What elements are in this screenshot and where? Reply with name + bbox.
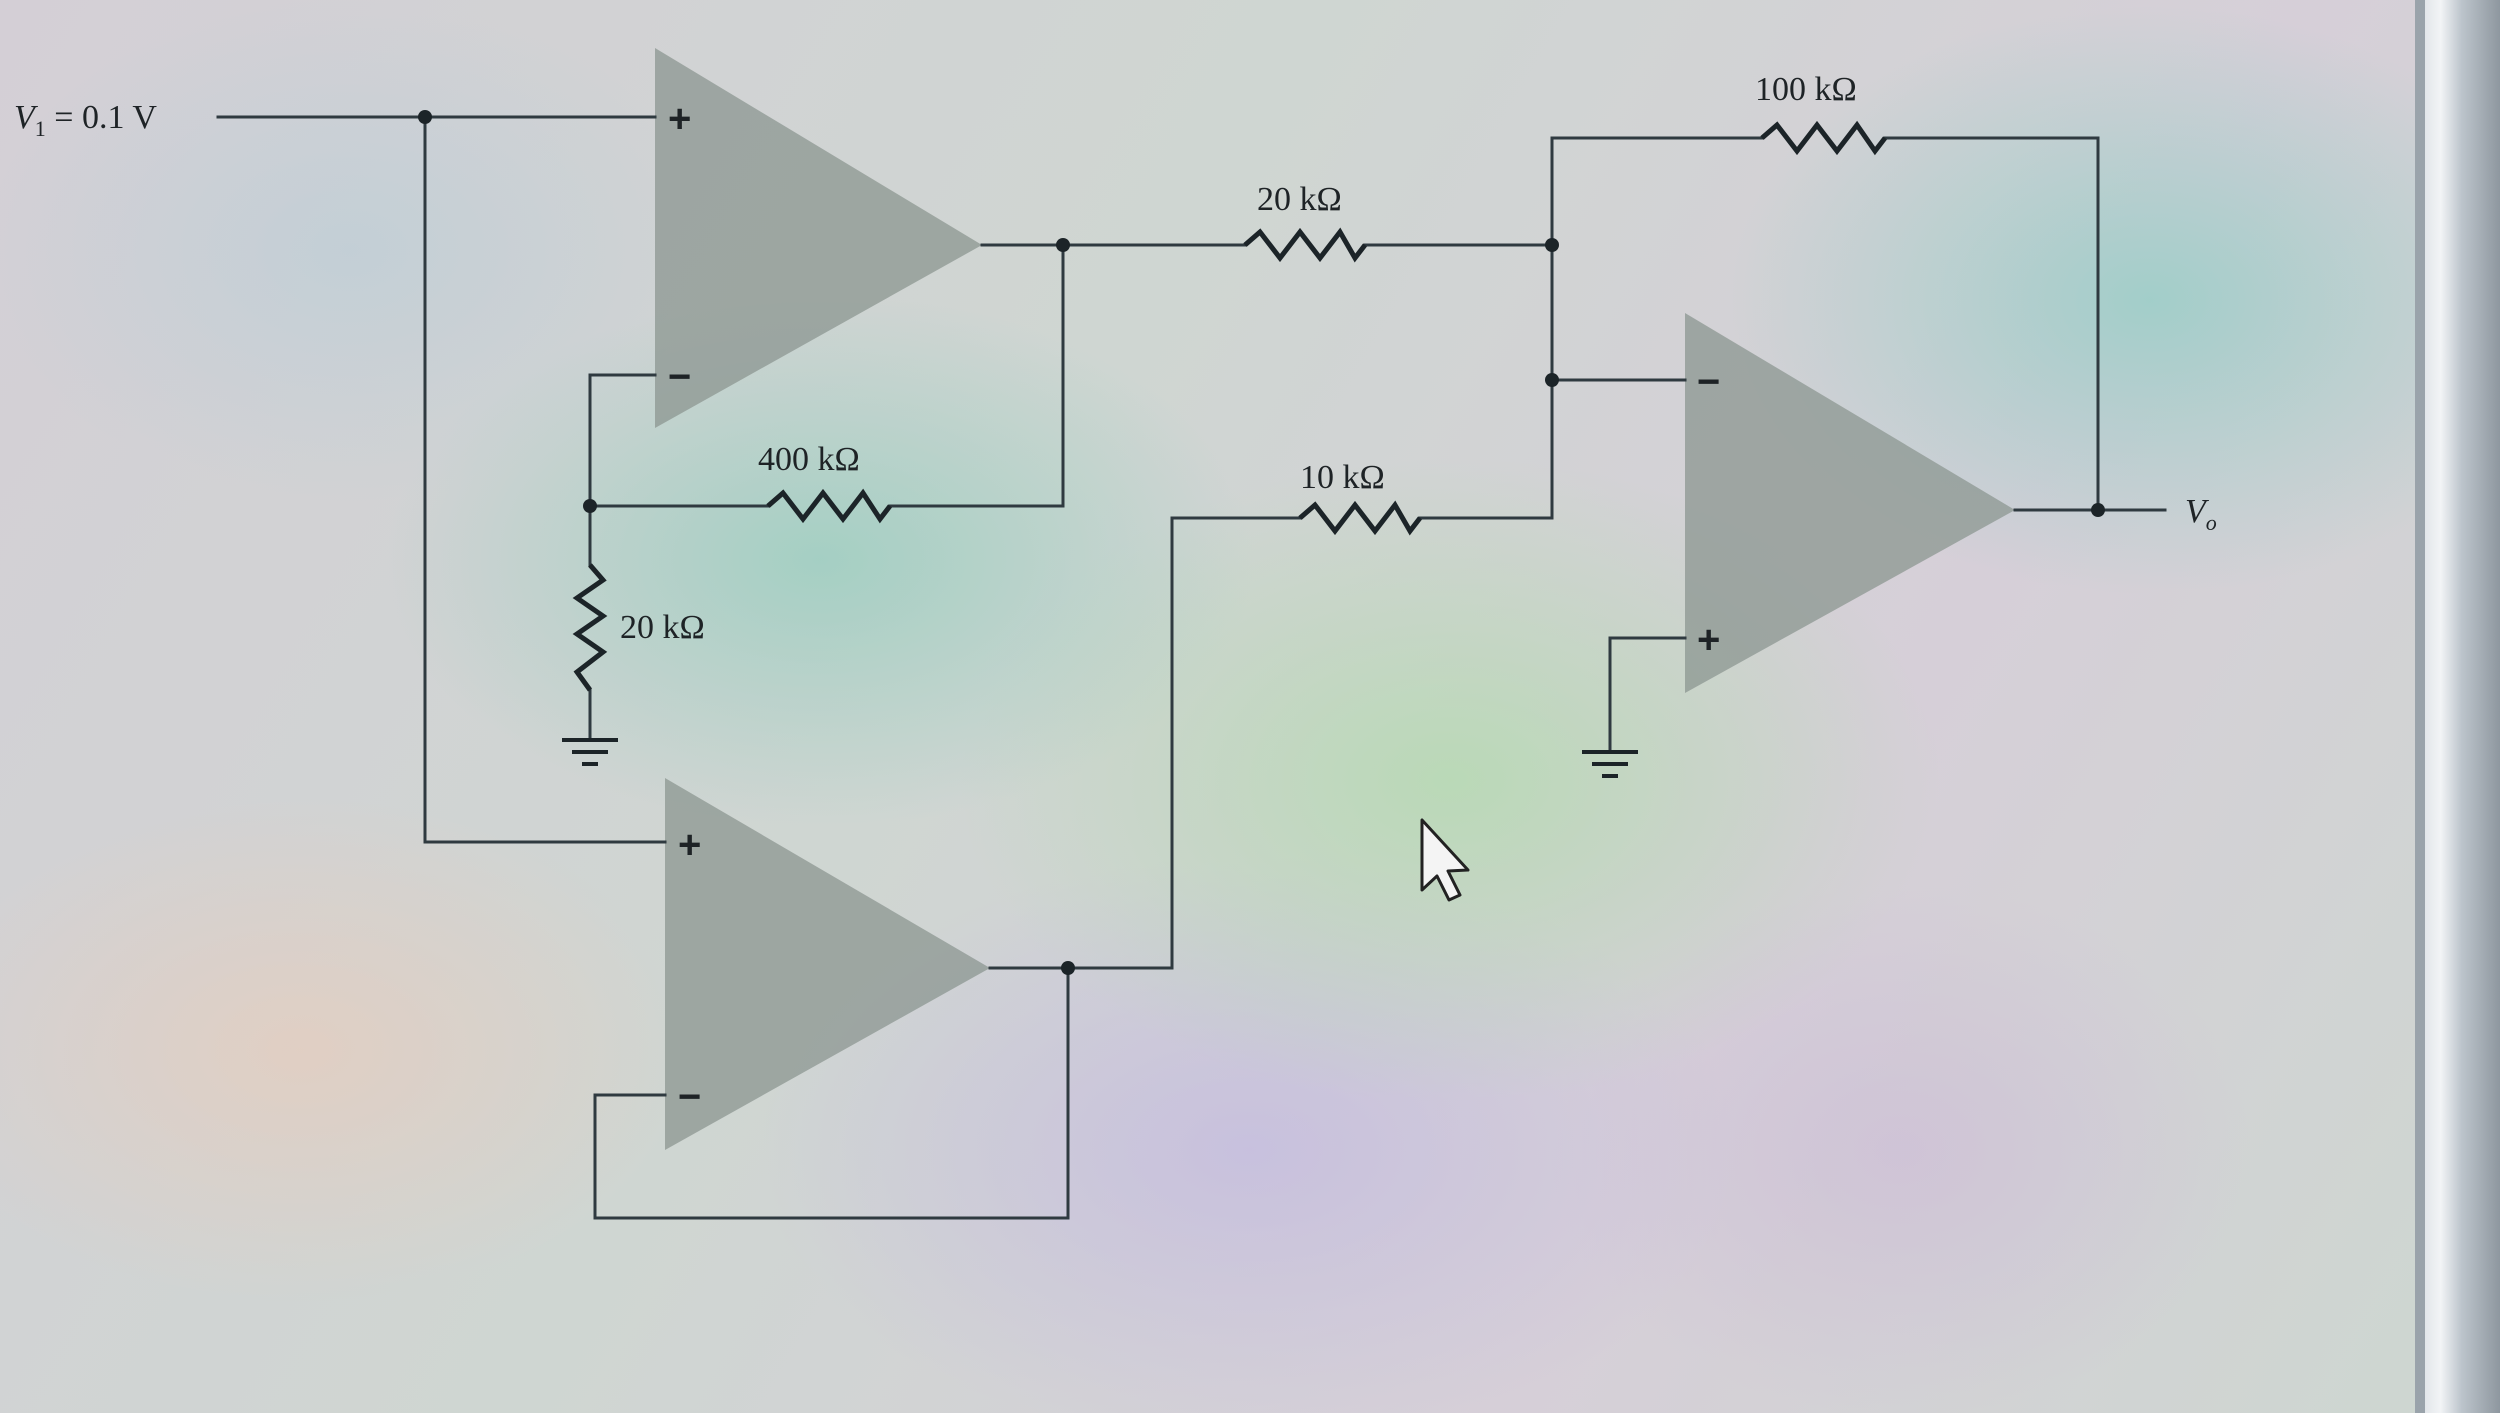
window-border [2415, 0, 2425, 1413]
opamp2-minus-sign: − [678, 1075, 701, 1119]
wire-v1-branch [423, 115, 667, 844]
opamp1-minus-sign: − [668, 355, 691, 399]
wire-feedback-100k-right [1883, 136, 2100, 512]
ground-symbol-left [562, 738, 618, 766]
wire-opamp2-feedback [593, 966, 1070, 1220]
opamp3-plus-sign: + [1697, 618, 1720, 662]
opamp3-minus-sign: − [1697, 360, 1720, 404]
label-v1: V1 = 0.1 V [14, 99, 157, 141]
label-resistor-20k-ground: 20 kΩ [620, 609, 705, 646]
label-vo-subscript: o [2206, 510, 2217, 535]
wire-10k-to-summing [1418, 136, 1554, 520]
wire-opamp1-feedback [888, 243, 1065, 508]
resistor-400k-feedback [766, 488, 892, 524]
resistor-10k-input [1298, 500, 1422, 536]
label-resistor-20k-input: 20 kΩ [1257, 181, 1342, 218]
label-v1-value: = 0.1 V [46, 99, 158, 136]
label-resistor-400k: 400 kΩ [758, 441, 860, 478]
junction-opamp2-output [1061, 961, 1075, 975]
mouse-pointer-icon [1420, 818, 1470, 902]
label-resistor-10k: 10 kΩ [1300, 459, 1385, 496]
label-vo: Vo [2185, 493, 2217, 535]
label-v1-subscript: 1 [35, 116, 46, 141]
resistor-20k-ground [572, 563, 608, 692]
junction-summing-top [1545, 238, 1559, 252]
ground-symbol-right [1582, 750, 1638, 778]
monitor-bezel-edge [2415, 0, 2500, 1413]
label-resistor-100k: 100 kΩ [1755, 71, 1857, 108]
opamp1-plus-sign: + [668, 97, 691, 141]
junction-summing-minus [1545, 373, 1559, 387]
junction-output [2091, 503, 2105, 517]
opamp-bottom-left [665, 778, 990, 1150]
resistor-20k-input [1243, 227, 1367, 263]
resistor-100k-feedback [1760, 120, 1887, 156]
opamp2-plus-sign: + [678, 823, 701, 867]
wire-opamp1-minus [588, 373, 657, 567]
junction-v1-branch [418, 110, 432, 124]
opamp-right [1685, 313, 2015, 693]
junction-opamp1-minus [583, 499, 597, 513]
opamp-top-left [655, 48, 982, 428]
wire-opamp2-output [988, 516, 1302, 970]
wire-plus-to-ground [1608, 636, 1687, 752]
junction-opamp1-output [1056, 238, 1070, 252]
